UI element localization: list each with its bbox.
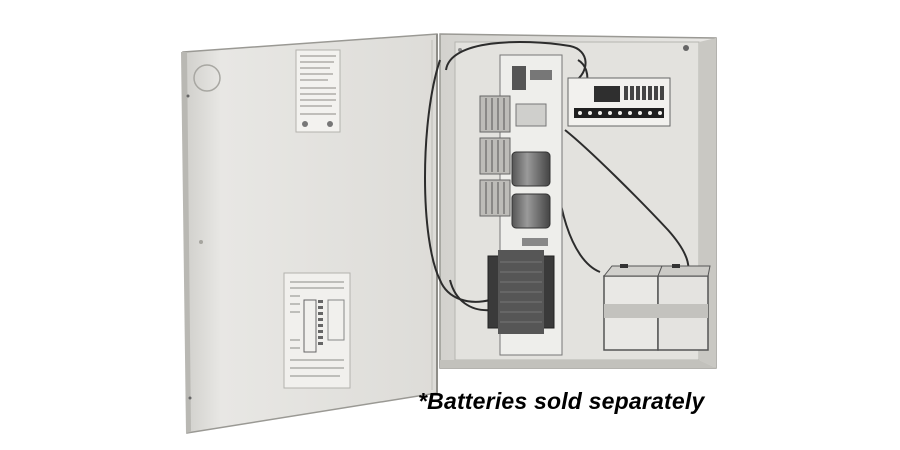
transformer (487, 250, 555, 334)
batteries (602, 264, 711, 351)
batteries-sold-separately-caption: *Batteries sold separately (418, 388, 705, 414)
fuse-distribution-board (567, 77, 671, 127)
enclosure-door (181, 33, 438, 434)
